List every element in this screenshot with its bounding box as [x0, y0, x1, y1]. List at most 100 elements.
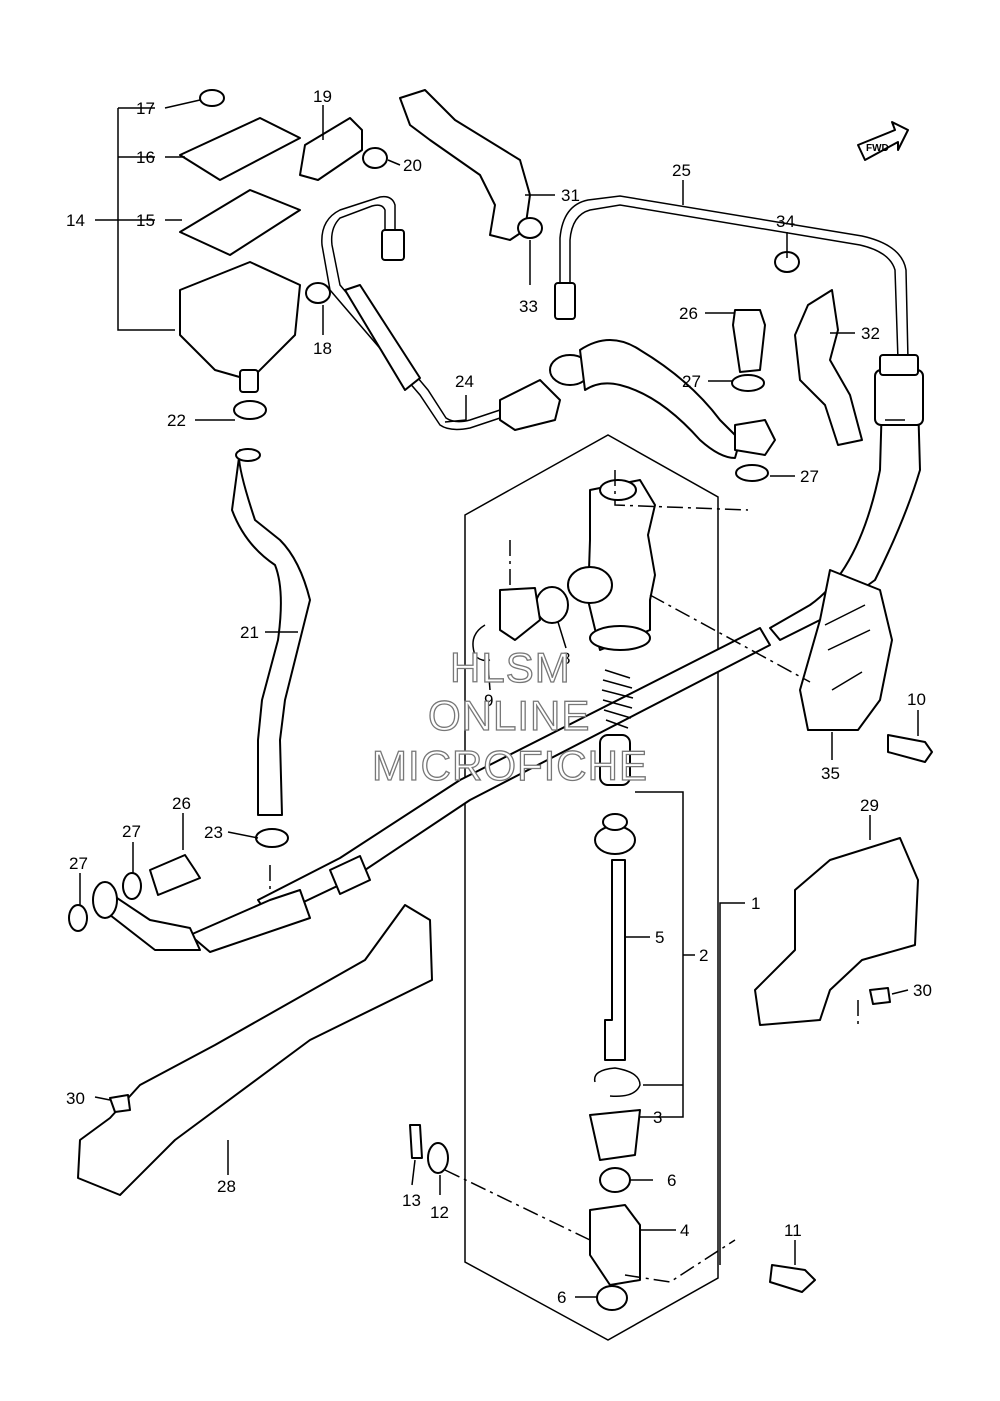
cylinder-bottom-port: [589, 625, 651, 651]
clamp-22: [233, 400, 267, 420]
callout-18: 18: [313, 339, 332, 358]
reservoir-hose-21: [231, 449, 311, 816]
callout-8: 8: [561, 649, 570, 668]
callout-31: 31: [561, 186, 580, 205]
callout-16: 16: [136, 148, 155, 167]
callout-14: 14: [66, 211, 85, 230]
circlip-9: [472, 624, 491, 662]
callout-30a: 30: [66, 1089, 85, 1108]
callout-23: 23: [204, 823, 223, 842]
screw-30-right: [869, 987, 891, 1005]
pipe-fitting-top: [381, 229, 405, 261]
screw-30-left: [109, 1094, 131, 1113]
callout-12: 12: [430, 1203, 449, 1222]
callout-1: 1: [751, 894, 760, 913]
fwd-arrow-icon: FWD: [857, 121, 909, 161]
reservoir-outlet: [239, 369, 259, 393]
bracket-32: [794, 289, 863, 446]
guard-29: [754, 837, 919, 1026]
brake-pipe-25-outer: [559, 195, 909, 361]
callout-3: 3: [653, 1108, 662, 1127]
union-bolt-26-upper: [732, 309, 766, 373]
reservoir-hose-21-top: [235, 448, 261, 462]
callout-5: 5: [655, 928, 664, 947]
callout-28: 28: [217, 1177, 236, 1196]
push-rod-cap: [602, 813, 628, 831]
callout-27a: 27: [682, 372, 701, 391]
callout-34: 34: [776, 212, 795, 231]
brake-hose-right: [769, 399, 921, 641]
reservoir-hose-loop: [579, 339, 741, 459]
hose-joint: [499, 587, 541, 641]
screw-17: [199, 89, 225, 107]
callout-11: 11: [784, 1221, 802, 1240]
fwd-label: FWD: [866, 143, 889, 154]
push-rod-5: [604, 859, 626, 1061]
washer-27-lower-b: [68, 904, 88, 932]
brake-pipe-end: [104, 889, 201, 951]
callout-29: 29: [860, 796, 879, 815]
callout-22: 22: [167, 411, 186, 430]
o-ring-8: [535, 586, 569, 624]
watermark: HLSM ONLINE MICROFICHE: [371, 643, 648, 789]
callout-15: 15: [136, 211, 155, 230]
callout-26b: 26: [172, 794, 191, 813]
callout-32: 32: [861, 324, 880, 343]
washer-27-lower-a: [122, 872, 142, 900]
leader-lines: [79, 99, 919, 1298]
brake-hose-sleeve: [329, 855, 371, 895]
callout-9: 9: [484, 691, 493, 710]
boot-3: [589, 1109, 641, 1161]
callout-6b: 6: [557, 1288, 566, 1307]
callout-33: 33: [519, 297, 538, 316]
return-spring: [601, 669, 634, 729]
clamp-23: [255, 828, 289, 848]
callout-27b: 27: [800, 467, 819, 486]
bolt-18: [305, 282, 331, 304]
callout-35: 35: [821, 764, 840, 783]
piston-cup: [599, 734, 631, 786]
union-bolt-26-lower: [149, 854, 201, 896]
bolt-10: [887, 734, 933, 763]
bolt-20: [362, 147, 388, 169]
callout-labels: 1 2 3 4 5 6 6 8 9 10 11 12 13 14 15 16 1…: [66, 87, 932, 1307]
callout-17: 17: [136, 99, 155, 118]
callout-25: 25: [672, 161, 691, 180]
watermark-line-2: ONLINE: [428, 692, 590, 739]
brake-pipe-24: [321, 195, 501, 431]
circlip-2: [593, 1067, 641, 1098]
hose-fitting-24: [499, 379, 561, 431]
watermark-line-3: MICROFICHE: [372, 742, 648, 789]
callout-21: 21: [240, 623, 259, 642]
nut-6-upper: [599, 1167, 631, 1193]
washer-27-upper-a: [731, 374, 765, 392]
callout-13: 13: [402, 1191, 421, 1210]
callout-19: 19: [313, 87, 332, 106]
reservoir-bracket-19: [299, 117, 363, 181]
cotter-pin-13: [409, 1124, 423, 1159]
brake-hose-lower-fitting: [189, 889, 311, 953]
cylinder-top-port: [599, 479, 637, 501]
bracket-31: [399, 89, 531, 241]
washer-12: [427, 1142, 449, 1174]
washer-27-upper-b: [735, 464, 769, 482]
callout-30b: 30: [913, 981, 932, 1000]
reservoir-cap-16: [179, 117, 301, 181]
callout-27c: 27: [122, 822, 141, 841]
brake-pipe-25: [569, 204, 899, 361]
nut-6-lower: [596, 1285, 628, 1311]
callout-2: 2: [699, 946, 708, 965]
callout-10: 10: [907, 690, 926, 709]
bolt-33: [517, 217, 543, 239]
callout-27d: 27: [69, 854, 88, 873]
clevis-pin-11: [769, 1264, 816, 1293]
hose-right-fitting: [874, 369, 924, 426]
reservoir-body: [179, 261, 301, 381]
callout-6a: 6: [667, 1171, 676, 1190]
clevis-4: [589, 1204, 641, 1286]
watermark-line-1: HLSM: [450, 644, 571, 691]
union-eye: [92, 881, 118, 919]
callout-26a: 26: [679, 304, 698, 323]
reservoir-diaphragm-15: [179, 189, 301, 256]
